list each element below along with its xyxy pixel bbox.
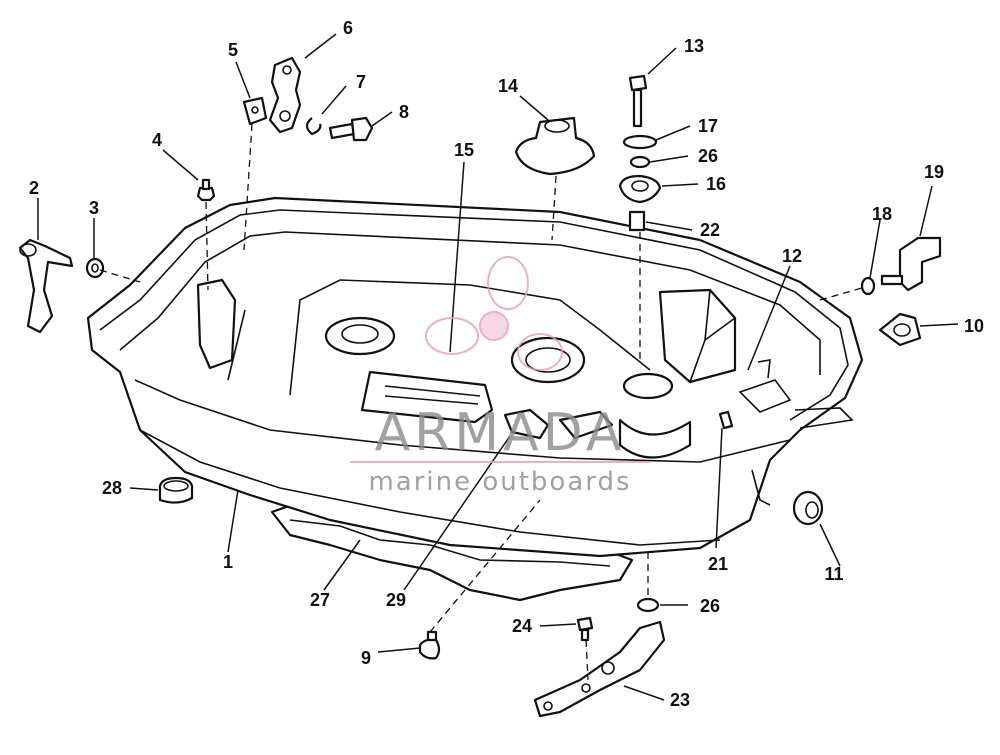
callout-11: 11	[824, 564, 843, 584]
leader-lines	[37, 33, 959, 701]
watermark-brand: ARMADA	[375, 403, 626, 463]
callout-18: 18	[872, 204, 892, 224]
rubber-mount	[514, 116, 596, 176]
callout-28: 28	[102, 478, 122, 498]
callout-10: 10	[964, 316, 984, 336]
callout-9: 9	[361, 648, 371, 668]
callout-26-upper: 26	[698, 146, 718, 166]
callout-27: 27	[310, 590, 330, 610]
flat-washer	[242, 96, 268, 126]
assembly-lines	[99, 123, 863, 681]
mount-washer	[622, 134, 658, 150]
filter-pad	[360, 370, 494, 424]
latch-hook	[268, 56, 302, 134]
lower-motor-cover	[86, 196, 864, 558]
retainer-bracket	[503, 408, 614, 440]
lever-washer	[860, 276, 876, 296]
callout-26-lower: 26	[700, 596, 720, 616]
callout-15: 15	[454, 140, 474, 160]
watermark: ARMADA marine outboards	[350, 256, 650, 497]
callout-12: 12	[782, 246, 802, 266]
callout-3: 3	[89, 198, 99, 218]
small-washer	[629, 155, 660, 613]
callout-8: 8	[399, 102, 409, 122]
callout-21: 21	[708, 554, 728, 574]
lower-mount	[618, 174, 662, 204]
callout-19: 19	[924, 162, 944, 182]
mount-sleeve	[628, 210, 646, 232]
watermark-tagline: marine outboards	[368, 467, 631, 497]
callout-5: 5	[228, 40, 238, 60]
propeller-logo-icon	[425, 256, 563, 371]
callout-4: 4	[152, 130, 162, 150]
hose-grommet	[878, 312, 922, 347]
drain-screw	[418, 630, 441, 660]
callout-1: 1	[223, 552, 233, 572]
wave-washer	[85, 257, 105, 279]
bracket-screw	[718, 410, 734, 430]
callout-24: 24	[512, 616, 532, 636]
cover-latch-lever	[18, 238, 74, 334]
pivot-screw	[328, 116, 374, 142]
rear-latch	[880, 236, 942, 292]
side-grommet	[158, 476, 194, 504]
callout-17: 17	[698, 116, 718, 136]
callout-7: 7	[356, 72, 366, 92]
callout-22: 22	[700, 220, 720, 240]
mount-bolt	[628, 74, 648, 128]
callout-6: 6	[343, 18, 353, 38]
callout-2: 2	[29, 178, 39, 198]
callout-29: 29	[386, 590, 406, 610]
callout-labels: 1 2 3 4 5 6 7 8 9 10 11 12 13 14 15 16 1…	[29, 18, 984, 710]
callout-16: 16	[706, 174, 726, 194]
retaining-ring	[305, 117, 322, 136]
callout-14: 14	[498, 76, 518, 96]
support-bracket	[533, 620, 666, 718]
grease-fitting	[196, 178, 216, 202]
callout-13: 13	[684, 36, 704, 56]
bracket-bolt	[576, 616, 594, 642]
rubber-grommet	[792, 490, 824, 526]
callout-23: 23	[670, 690, 690, 710]
